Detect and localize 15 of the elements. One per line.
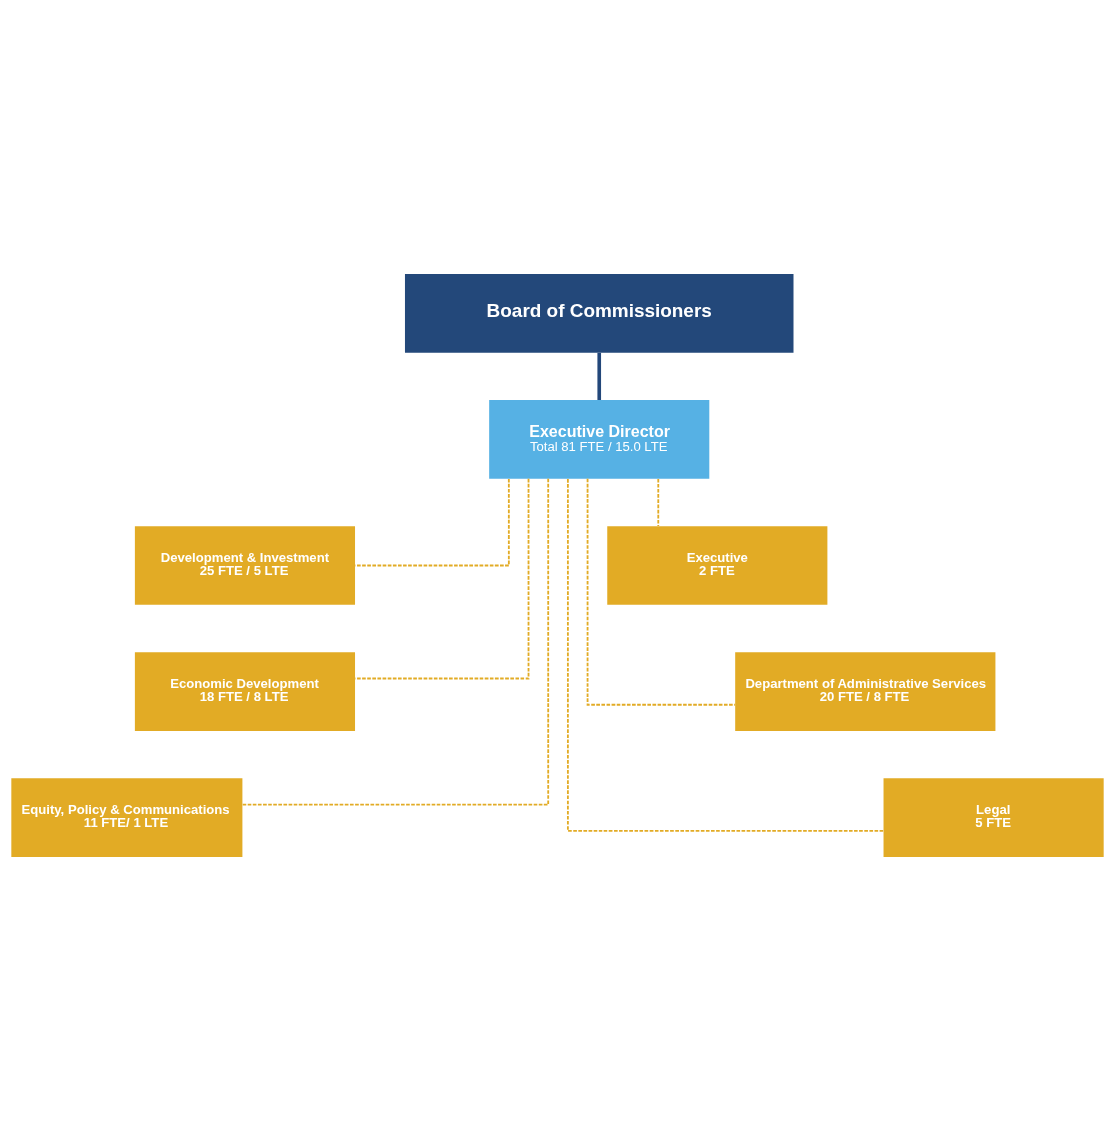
node-box: Equity, Policy & Communications 11 FTE/ 1 LTE bbox=[11, 778, 243, 858]
connector bbox=[567, 478, 885, 832]
node-box: Executive 2 FTE bbox=[607, 526, 828, 605]
node-box: Executive Director Total 81 FTE / 15.0 LTE bbox=[489, 400, 710, 479]
node-box: Legal 5 FTE bbox=[883, 778, 1104, 858]
node-box: Development & Investment 25 FTE / 5 LTE bbox=[134, 526, 356, 605]
node-box: Economic Development 18 FTE / 8 LTE bbox=[134, 652, 356, 731]
connector bbox=[354, 478, 510, 567]
node-box: Department of Administrative Services 20 FTE / 8 FTE bbox=[735, 652, 996, 731]
node-box: Board of Commissioners bbox=[404, 273, 794, 353]
connector bbox=[586, 477, 737, 706]
connector bbox=[241, 477, 550, 806]
connector bbox=[657, 478, 660, 527]
connector bbox=[597, 352, 602, 400]
connector bbox=[354, 477, 530, 680]
